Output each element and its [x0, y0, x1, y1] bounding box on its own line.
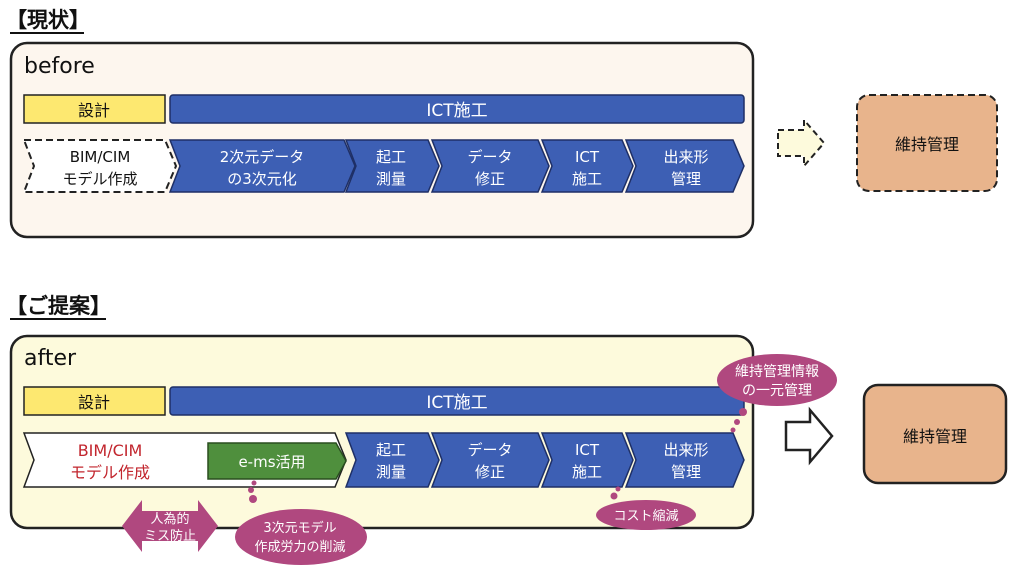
after-step-survey-line2: 測量 [376, 463, 406, 481]
after-step-ict-line2: 施工 [572, 463, 602, 481]
after-heading: 【ご提案】 [6, 294, 111, 318]
before-maintenance-label: 維持管理 [895, 135, 959, 154]
after-step-survey-line1: 起工 [376, 441, 406, 459]
callout-cost-cloud [596, 500, 696, 530]
before-step-2d3d [168, 139, 356, 193]
after-ict-label: ICT施工 [426, 393, 487, 413]
callout-info-tail-3 [730, 427, 736, 433]
before-step-ict-line1: ICT [575, 148, 600, 166]
callout-info-line1: 維持管理情報 [735, 364, 819, 380]
before-step-bim-line1: BIM/CIM [70, 148, 131, 166]
before-ict-label: ICT施工 [426, 101, 487, 121]
callout-cost-tail-2 [615, 486, 621, 492]
after-design-bar [23, 386, 166, 416]
after-step-asbuilt-line2: 管理 [671, 463, 701, 481]
before-step-datafix [430, 139, 550, 193]
after-step-asbuilt [624, 432, 745, 488]
before-step-asbuilt [624, 139, 745, 193]
before-step-datafix-line2: 修正 [475, 170, 505, 188]
before-ict-bar [169, 94, 745, 124]
after-maintenance-label: 維持管理 [903, 427, 967, 446]
before-step-2d3d-line2: の3次元化 [227, 170, 297, 188]
after-step-bim-line2: モデル作成 [70, 463, 150, 482]
before-step-ict [540, 139, 634, 193]
after-step-datafix-line2: 修正 [475, 463, 505, 481]
before-step-survey [344, 139, 440, 193]
after-panel-label: after [24, 346, 77, 371]
before-panel-label: before [24, 54, 95, 79]
before-step-asbuilt-line2: 管理 [671, 170, 701, 188]
before-step-bim-line2: モデル作成 [62, 170, 137, 188]
callout-reduction-line2: 作成労力の削減 [254, 539, 345, 555]
after-step-ict-line1: ICT [575, 441, 600, 459]
callout-reduction-tail-3 [251, 480, 257, 486]
before-step-asbuilt-line1: 出来形 [663, 148, 708, 166]
after-step-ems [207, 442, 347, 480]
callout-reduction-tail-1 [249, 495, 257, 503]
before-step-ict-line2: 施工 [572, 170, 602, 188]
callout-reduction-line1: 3次元モデル [263, 520, 336, 536]
after-step-datafix-line1: データ [467, 441, 512, 459]
callout-error-line1: 人為的 [150, 511, 189, 527]
before-step-bim [22, 139, 178, 193]
callout-info-tail-1 [739, 408, 747, 416]
before-maintenance-box [856, 94, 998, 192]
after-panel [9, 334, 755, 530]
callout-cost-tail-1 [610, 492, 618, 500]
before-step-datafix-line1: データ [467, 148, 512, 166]
after-step-ems-label: e-ms活用 [238, 453, 305, 471]
after-maintenance-box [862, 383, 1008, 485]
callout-reduction-cloud [235, 509, 367, 565]
before-step-survey-line2: 測量 [376, 170, 406, 188]
before-dashed-arrow [777, 117, 826, 169]
after-design-label: 設計 [78, 393, 110, 412]
before-design-label: 設計 [78, 101, 110, 120]
callout-info-tail-2 [734, 419, 740, 425]
after-step-bim-line1: BIM/CIM [78, 441, 143, 460]
before-step-2d3d-line1: 2次元データ [220, 148, 305, 166]
callout-cost-label: コスト縮減 [613, 508, 678, 524]
callout-reduction-tail-2 [248, 487, 254, 493]
after-step-asbuilt-line1: 出来形 [663, 441, 708, 459]
after-step-ict [540, 432, 634, 488]
after-step-datafix [430, 432, 550, 488]
callout-error-arrow [122, 500, 218, 552]
after-step-survey [344, 432, 440, 488]
callout-info-line2: の一元管理 [742, 383, 812, 399]
before-heading: 【現状】 [6, 8, 90, 32]
callout-info-cloud [717, 354, 837, 406]
callout-error-line2: ミス防止 [144, 528, 196, 544]
after-arrow [784, 406, 834, 466]
before-step-survey-line1: 起工 [376, 148, 406, 166]
before-design-bar [23, 94, 166, 124]
